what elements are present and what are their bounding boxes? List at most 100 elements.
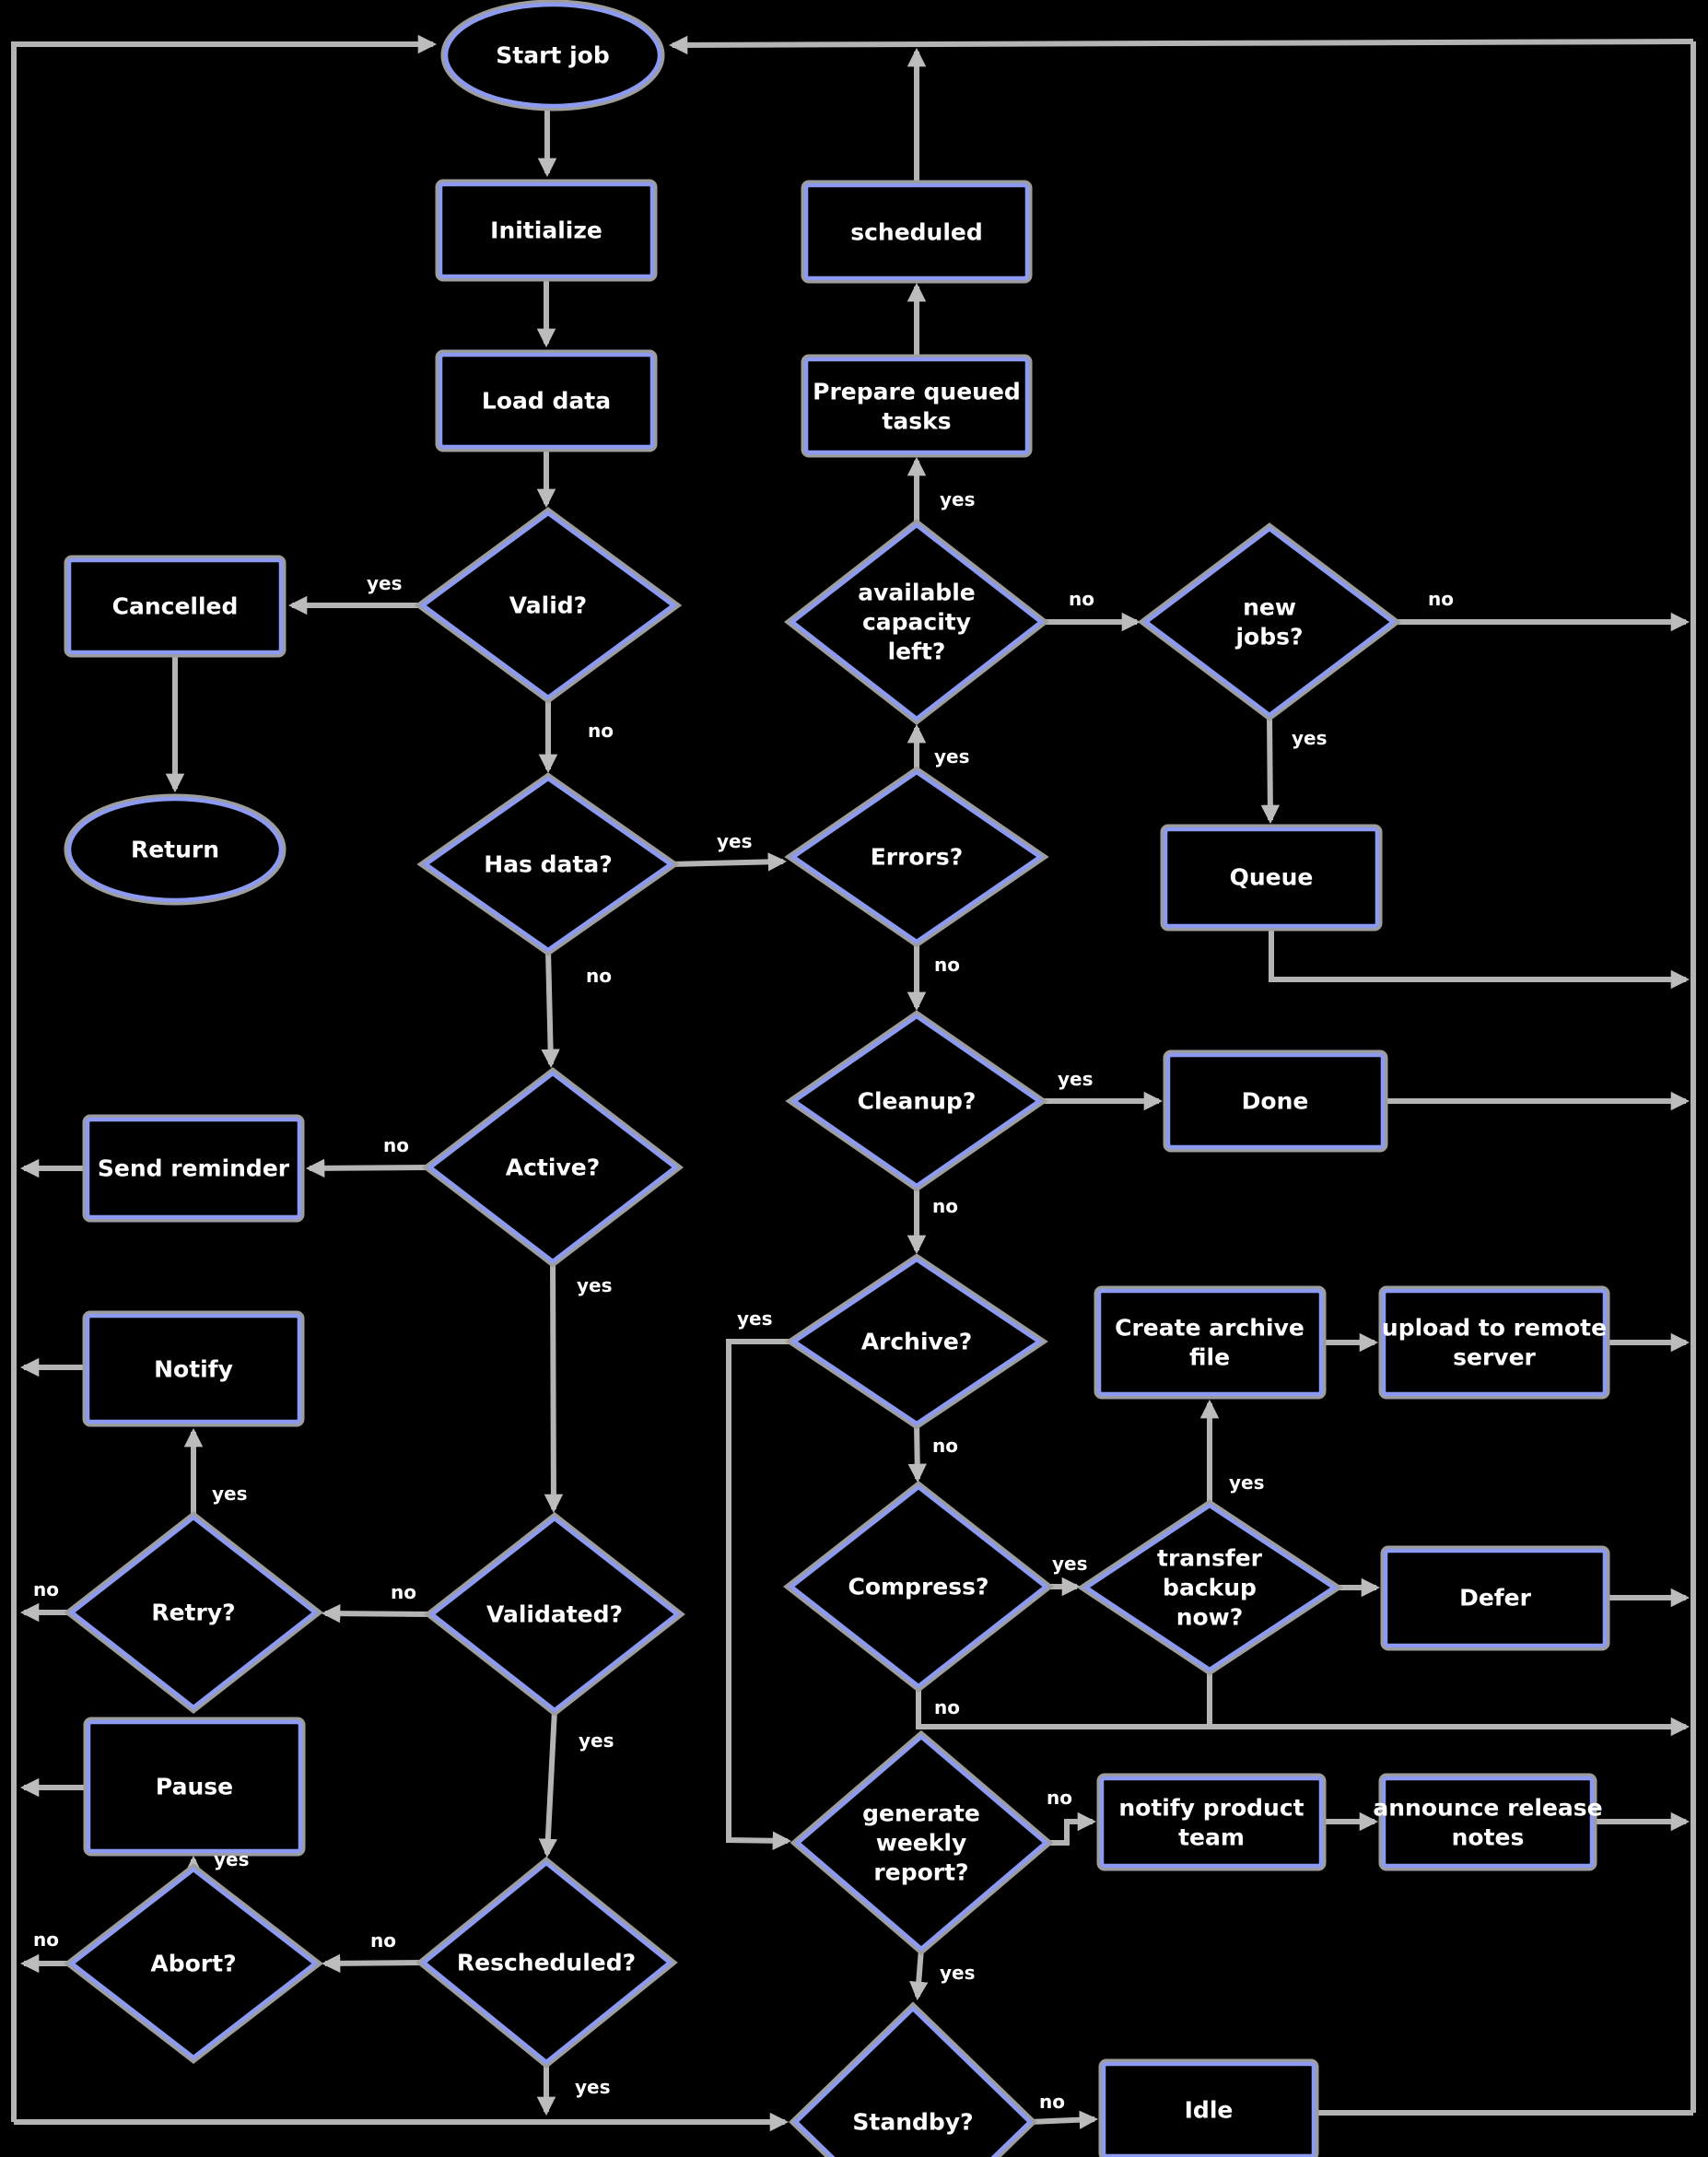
announce-release-node: announce release notes (1373, 1773, 1603, 1871)
edge-top-line (668, 35, 1694, 55)
valid-decision: Valid? (414, 507, 683, 704)
label-d5-l7: no (370, 1929, 396, 1952)
transfer-backup-decision: transfer backup now? (1077, 1499, 1343, 1676)
compress-decision: Compress? (783, 1481, 1054, 1693)
send-reminder-node: Send reminder (82, 1114, 305, 1223)
capacity-decision-line3: left? (888, 639, 946, 665)
transfer-backup-line2: backup (1163, 1575, 1257, 1601)
edge-r11-boxl (1046, 1811, 1097, 1846)
weekly-report-line2: weekly (876, 1830, 967, 1857)
upload-remote-line1: upload to remote (1382, 1315, 1607, 1342)
done-node-label: Done (1242, 1088, 1309, 1115)
return-end-node-label: Return (131, 837, 219, 863)
label-rd10-up: yes (1229, 1471, 1265, 1494)
send-reminder-node-label: Send reminder (98, 1155, 290, 1182)
idle-node: Idle (1098, 2058, 1319, 2157)
start-node-label: Start job (496, 42, 609, 69)
weekly-report-decision: generate weekly report? (790, 1729, 1054, 1956)
pause-node: Pause (83, 1717, 306, 1857)
archive-decision-label: Archive? (861, 1329, 973, 1355)
label-l5-l4: yes (212, 1483, 248, 1505)
pause-node-label: Pause (156, 1774, 233, 1800)
create-archive-line1: Create archive (1115, 1315, 1304, 1342)
notify-node-label: Notify (154, 1356, 233, 1383)
label-rb-r11: yes (737, 1307, 773, 1330)
label-d1-l1: yes (367, 572, 403, 594)
edge-rb-r11 (726, 1339, 794, 1850)
queue-node-label: Queue (1230, 864, 1314, 891)
capacity-decision-line2: capacity (862, 609, 971, 636)
edge-r6-rightline (1269, 926, 1690, 990)
capacity-decision: available capacity left? (784, 519, 1049, 725)
create-archive-line2: file (1189, 1344, 1230, 1371)
errors-decision: Errors? (784, 766, 1049, 948)
edge-r12-r13 (1029, 2110, 1099, 2129)
active-decision: Active? (421, 1067, 684, 1268)
active-decision-label: Active? (506, 1155, 600, 1181)
archive-decision: Archive? (785, 1253, 1048, 1430)
label-d2-d3: no (586, 965, 612, 987)
edge-d4-d5 (538, 1709, 558, 1858)
new-jobs-decision: new jobs? (1137, 522, 1402, 721)
label-l5-left: no (33, 1578, 59, 1600)
prepare-queue-node-line1: Prepare queued (813, 379, 1021, 405)
upload-remote-node: upload to remote server (1378, 1285, 1610, 1400)
notify-node: Notify (82, 1310, 305, 1427)
initialize-node: Initialize (435, 179, 658, 282)
label-d3-d4: yes (577, 1274, 613, 1296)
label-l7-l6: yes (214, 1848, 250, 1870)
label-l7-left: no (33, 1928, 59, 1951)
transfer-backup-line3: now? (1176, 1604, 1244, 1631)
cleanup-decision: Cleanup? (785, 1010, 1048, 1192)
label-r11-r12: yes (940, 1962, 976, 1984)
edge-r4-r6 (1260, 714, 1281, 825)
new-jobs-decision-line1: new (1243, 594, 1296, 621)
standby-decision-label: Standby? (852, 2109, 973, 2136)
label-r9-down: no (934, 1696, 960, 1718)
new-jobs-decision-line2: jobs? (1234, 624, 1303, 651)
prepare-queue-node: Prepare queued tasks (801, 354, 1033, 458)
retry-decision: Retry? (64, 1511, 323, 1714)
validated-decision: Validated? (424, 1512, 685, 1717)
validated-decision-label: Validated? (486, 1601, 623, 1628)
label-r12-r13: no (1039, 2091, 1065, 2113)
edge-left-return-line (11, 34, 438, 2122)
label-d5-down: yes (575, 2076, 611, 2098)
edges (11, 34, 1696, 2132)
edge-r9-rightline (916, 1686, 1690, 1737)
start-node: Start job (440, 0, 665, 111)
label-r4-r6: yes (1292, 727, 1328, 749)
upload-remote-line2: server (1453, 1344, 1536, 1371)
errors-decision-label: Errors? (871, 844, 964, 871)
edge-d2-d3 (541, 949, 560, 1069)
compress-decision-label: Compress? (848, 1574, 989, 1600)
create-archive-node: Create archive file (1094, 1285, 1327, 1400)
label-r5-r7: no (934, 954, 960, 976)
label-d4-d5: yes (579, 1729, 614, 1752)
label-r9-rd10: yes (1052, 1553, 1088, 1575)
has-data-decision: Has data? (416, 772, 680, 956)
cancelled-node: Cancelled (64, 555, 287, 658)
label-r7-rb: no (932, 1195, 958, 1217)
label-d1-d2: no (588, 720, 614, 742)
load-data-node: Load data (435, 349, 658, 452)
prepare-queue-node-line2: tasks (882, 408, 951, 435)
label-r4-right: no (1428, 588, 1454, 610)
label-r5-r3: yes (934, 745, 970, 768)
label-r7-r8: yes (1058, 1068, 1094, 1090)
abort-decision-label: Abort? (150, 1951, 236, 1977)
label-d3-l3: no (383, 1134, 409, 1156)
edge-d3-l3 (305, 1158, 431, 1178)
notify-product-line2: team (1178, 1824, 1245, 1851)
edge-r11-r12 (909, 1948, 929, 2001)
queue-node: Queue (1160, 824, 1383, 932)
rescheduled-decision: Rescheduled? (415, 1856, 678, 2069)
notify-product-line1: notify product (1118, 1795, 1304, 1822)
scheduled-node: scheduled (801, 180, 1033, 284)
valid-decision-label: Valid? (509, 592, 587, 619)
return-end-node: Return (64, 793, 287, 906)
has-data-decision-label: Has data? (484, 851, 612, 878)
label-d2-r5: yes (717, 830, 753, 852)
idle-node-label: Idle (1185, 2097, 1234, 2124)
